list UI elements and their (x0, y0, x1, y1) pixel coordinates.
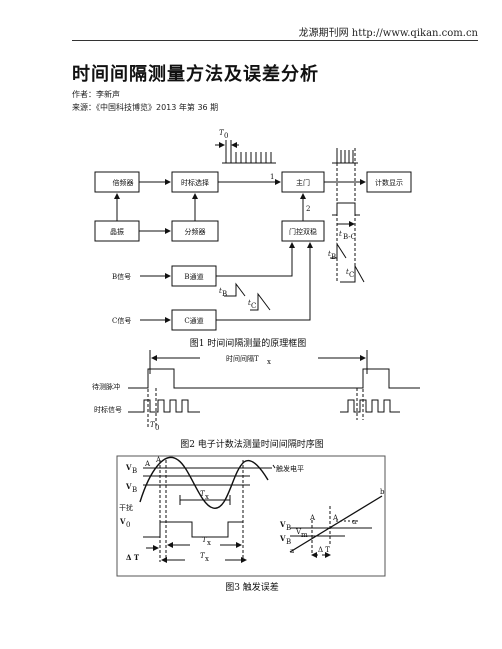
label-right-vb2-sub: B (286, 538, 291, 546)
label-input-1: 1 (270, 173, 274, 181)
label-tc-left: t (248, 299, 251, 307)
label-vb2-sub: B (132, 486, 137, 494)
label-gate-control: 门控双稳 (289, 227, 317, 236)
label-interval-sub: x (267, 358, 271, 366)
label-tx-2: T (202, 536, 208, 544)
label-c-channel: C通道 (184, 316, 203, 325)
figure2-labels: 时间间隔T x 待测脉冲 时标信号 T 0 图2 电子计数法测量时间间隔时序图 (92, 354, 324, 450)
label-vb-sub: B (132, 467, 137, 475)
article-title: 时间间隔测量方法及误差分析 (72, 64, 319, 85)
box-counter-display (366, 171, 412, 193)
label-multiplier: 倍频器 (113, 178, 134, 187)
label-vb: V (125, 463, 132, 472)
label-b-signal: B信号 (112, 272, 131, 281)
figure1-labels: 倍频器 时标选择 主门 计数显示 晶振 分频器 门控双稳 B通道 C通道 B信号… (110, 129, 403, 349)
label-clock-signal: 时标信号 (94, 405, 122, 414)
label-tb-right: t (328, 250, 331, 258)
label-right-vn-sub: m (301, 531, 308, 539)
label-right-a2: A (332, 514, 339, 522)
label-t0-fig2: T (150, 421, 156, 429)
label-b-channel: B通道 (184, 272, 203, 281)
figure2-timing-diagram (128, 350, 420, 428)
label-a2: A (155, 456, 162, 464)
label-counter-display: 计数显示 (375, 178, 403, 187)
label-t0-fig2-sub: 0 (155, 424, 159, 432)
label-crystal: 晶振 (110, 227, 124, 236)
label-v0: V (119, 517, 126, 526)
source-line: 来源：《中国科技博览》2013 年第 36 期 (72, 103, 219, 112)
figure1-block-diagram (94, 140, 412, 331)
label-interference: 干扰 (119, 503, 133, 512)
figure3-caption: 图3 触发误差 (225, 581, 279, 593)
label-interval: 时间间隔T (226, 354, 259, 363)
label-c-signal: C信号 (112, 316, 131, 325)
site-header: 龙源期刊网 http://www.qikan.com.cn (298, 28, 478, 39)
label-tbc: t (339, 230, 342, 238)
label-tc-right-sub: C (349, 271, 354, 279)
header-rule (72, 40, 478, 41)
label-right-a: A (309, 514, 316, 522)
label-tx-prime-sub: x (205, 555, 209, 563)
label-tx-2-sub: x (207, 539, 211, 547)
label-tx-prime: T (200, 552, 206, 560)
label-delta-t: Δ T (126, 553, 140, 562)
label-main-gate: 主门 (296, 178, 310, 187)
label-input-2: 2 (306, 205, 310, 213)
label-point-a: a (290, 547, 294, 555)
label-tx: T (200, 490, 206, 498)
figure2-caption: 图2 电子计数法测量时间间隔时序图 (180, 438, 324, 450)
label-divider: 分频器 (185, 227, 206, 236)
author-line: 作者：李新声 (72, 90, 120, 99)
label-tbc-sub: B-C (343, 233, 356, 241)
label-point-b: b (380, 488, 385, 496)
label-vb2: V (125, 482, 132, 491)
label-a: A (144, 460, 151, 468)
figure1-caption: 图1 时间间隔测量的原理框图 (190, 337, 307, 349)
label-measured-pulse: 待测脉冲 (92, 382, 120, 391)
label-t0: T (219, 129, 225, 137)
label-t0-sub: 0 (224, 132, 228, 140)
label-tb-left-sub: B (222, 290, 227, 298)
label-trigger-level: 触发电平 (276, 464, 304, 473)
label-right-vb-sub: B (286, 524, 291, 532)
label-tb-left: t (219, 287, 222, 295)
label-alpha: α (352, 518, 357, 526)
label-right-vn: V (295, 528, 302, 536)
label-v0-sub: 0 (126, 521, 130, 529)
label-tx-sub: x (205, 493, 209, 501)
figure3-trigger-error (116, 455, 386, 577)
label-tc-right: t (346, 268, 349, 276)
label-right-vb2: V (279, 534, 286, 543)
figure3-labels: V B V B 干扰 V 0 A A 触发电平 T x T x T x Δ T … (119, 456, 385, 593)
label-right-vb: V (279, 520, 286, 529)
label-right-delta-t: Δ T (318, 546, 330, 554)
label-tb-right-sub: B (331, 253, 336, 261)
label-tc-left-sub: C (251, 302, 256, 310)
label-timebase-select: 时标选择 (181, 178, 209, 187)
